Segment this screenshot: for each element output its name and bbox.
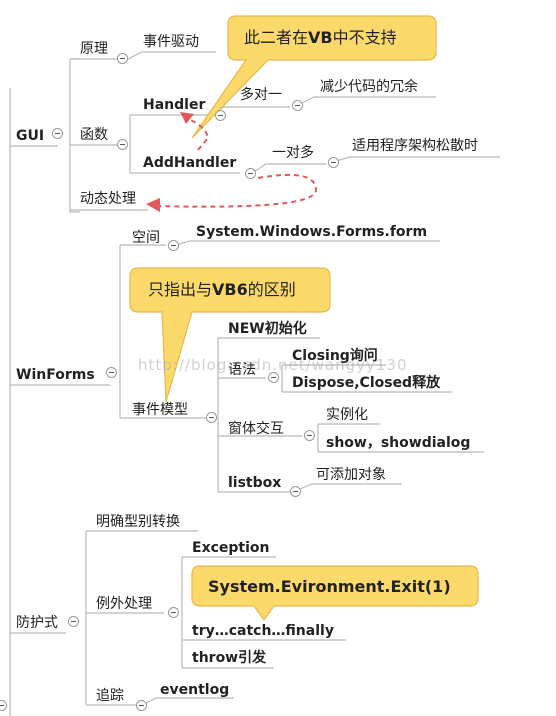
node-mingque[interactable]: 明确型别转换 [96,514,180,530]
collapse-toggle-shijianmoxing[interactable] [206,412,217,423]
arrow-head-handler [180,112,194,124]
node-kejia[interactable]: 可添加对象 [316,467,386,483]
node-yufa[interactable]: 语法 [228,362,256,378]
yuanli-to-shijianqudong [127,51,216,60]
red-dashed-arrows [157,117,318,208]
listbox-to-kejia [299,483,402,490]
addhandler-to-yiduiduo [251,163,326,174]
arrow-head-dongtai [146,198,160,212]
node-chuangti[interactable]: 窗体交互 [228,421,284,437]
callout-vb-text: 此二者在VB中不支持 [244,28,397,47]
node-fanghushi[interactable]: 防护式 [16,615,58,631]
node-jianshao[interactable]: 减少代码的冗余 [320,79,418,95]
collapse-toggle-zhuizong[interactable] [136,700,147,711]
node-handler[interactable]: Handler [143,97,206,113]
node-zhuizong[interactable]: 追踪 [96,688,124,704]
collapse-toggle-handler[interactable] [215,110,226,121]
collapse-toggle-yiduiduo[interactable] [328,157,339,168]
node-kongjian[interactable]: 空间 [132,230,160,246]
collapse-toggle-addhandler[interactable] [245,168,256,179]
collapse-toggle-duoduiyi[interactable] [292,100,303,111]
node-listbox[interactable]: listbox [228,475,282,491]
node-eventlog[interactable]: eventlog [160,682,230,698]
kongjian-to-namespace [175,240,440,246]
connector-lines [9,51,500,716]
collapse-toggle-chuangti[interactable] [304,430,315,441]
collapse-toggle-yufa[interactable] [268,372,279,383]
node-duoduiyi[interactable]: 多对一 [240,87,282,103]
node-hanshu[interactable]: 函数 [80,127,108,143]
callout-vb6-shape [129,267,331,403]
collapse-toggle-gui[interactable] [52,128,63,139]
node-addhandler[interactable]: AddHandler [143,155,237,171]
node-shilihua[interactable]: 实例化 [326,407,368,423]
callout-exit-text: System.Evironment.Exit(1) [208,577,451,596]
collapse-toggle-liwai[interactable] [168,607,179,618]
node-shiyong[interactable]: 适用程序架构松散时 [352,138,478,154]
node-winforms[interactable]: WinForms [16,367,95,383]
node-new[interactable]: NEW初始化 [228,321,307,337]
arrow-heads [146,112,194,212]
node-throw[interactable]: throw引发 [192,650,267,666]
node-dongtai[interactable]: 动态处理 [80,191,136,207]
node-gui[interactable]: GUI [16,128,45,144]
collapse-toggle-hanshu[interactable] [117,139,128,150]
gui-bracket [69,58,80,213]
node-yiduiduo[interactable]: 一对多 [272,145,314,161]
node-dispose[interactable]: Dispose,Closed释放 [292,375,441,391]
callout-vb6-text: 只指出与VB6的区别 [148,280,296,299]
callout-exit-shape [191,565,479,622]
collapse-toggle-winforms[interactable] [106,367,117,378]
arrow-addhandler-to-dongtai [157,173,318,208]
collapse-toggle-kongjian[interactable] [168,240,179,251]
node-liwai[interactable]: 例外处理 [96,596,152,612]
node-yuanli[interactable]: 原理 [80,41,108,57]
watermark: http://blog.csdn.net/wangyy130 [138,356,408,374]
collapse-toggle-root[interactable] [0,700,7,711]
collapse-toggle-yuanli[interactable] [117,53,128,64]
duoduiyi-to-jianshao [299,96,436,105]
node-exception[interactable]: Exception [192,540,270,556]
node-namespace[interactable]: System.Windows.Forms.form [196,224,428,240]
collapse-toggle-fanghushi[interactable] [68,616,79,627]
node-trycatch[interactable]: try…catch…finally [192,623,334,639]
node-show[interactable]: show，showdialog [326,435,471,451]
node-shijianqudong[interactable]: 事件驱动 [143,34,199,50]
collapse-toggle-listbox[interactable] [290,486,301,497]
node-closing[interactable]: Closing询问 [292,348,378,364]
node-shijianmoxing[interactable]: 事件模型 [132,402,188,418]
yiduiduo-to-shiyong [335,156,500,162]
callout-vb-shape [191,15,437,139]
zhuizong-to-eventlog [145,697,234,704]
